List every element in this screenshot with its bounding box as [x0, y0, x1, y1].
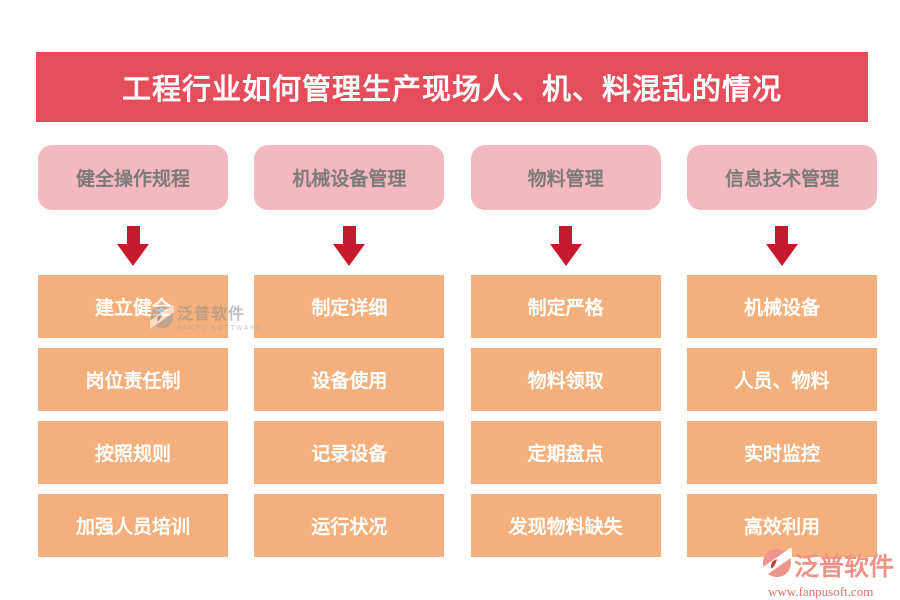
- step-box: 高效利用: [686, 494, 877, 557]
- category-header: 物料管理: [470, 145, 661, 210]
- column-equipment-management: 机械设备管理 制定详细 设备使用 记录设备 运行状况: [254, 145, 445, 557]
- arrow-stem: [342, 226, 356, 244]
- step-box: 发现物料缺失: [470, 494, 661, 557]
- step-label: 记录设备: [311, 444, 388, 465]
- arrow-stem: [126, 226, 140, 244]
- fanpu-logo: 泛普软件 www.fanpusoft.com: [755, 545, 895, 600]
- step-box: 按照规则: [38, 421, 228, 484]
- step-box: 物料领取: [470, 348, 661, 411]
- fanpu-logo-url: www.fanpusoft.com: [768, 584, 874, 599]
- step-label: 制定详细: [311, 298, 388, 319]
- category-header-label: 物料管理: [527, 169, 604, 190]
- step-label: 运行状况: [311, 517, 388, 538]
- arrow-stem: [775, 226, 789, 244]
- column-operation-rules: 健全操作规程 建立健全 岗位责任制 按照规则 加强人员培训: [38, 145, 228, 557]
- step-box: 设备使用: [254, 348, 445, 411]
- step-label: 岗位责任制: [85, 371, 181, 392]
- category-header-label: 机械设备管理: [292, 169, 407, 190]
- step-box: 记录设备: [254, 421, 445, 484]
- arrow-stem: [559, 226, 573, 244]
- down-arrow-icon: [549, 226, 582, 266]
- down-arrow-icon: [333, 226, 366, 266]
- step-label: 定期盘点: [527, 444, 604, 465]
- step-box: 岗位责任制: [38, 348, 228, 411]
- arrow-head: [549, 244, 582, 266]
- step-box: 实时监控: [686, 421, 877, 484]
- column-it-management: 信息技术管理 机械设备 人员、物料 实时监控 高效利用: [686, 145, 877, 557]
- step-box: 制定严格: [470, 275, 661, 338]
- fanpu-logo-name: 泛普软件: [794, 553, 895, 581]
- down-arrow-icon: [765, 226, 798, 266]
- step-box: 加强人员培训: [38, 494, 228, 557]
- category-header-label: 信息技术管理: [724, 169, 839, 190]
- category-header: 健全操作规程: [38, 145, 228, 210]
- title-banner: 工程行业如何管理生产现场人、机、料混乱的情况: [36, 52, 868, 122]
- arrow-head: [765, 244, 798, 266]
- step-label: 人员、物料: [734, 371, 830, 392]
- fanpu-logo-row: 泛普软件: [755, 545, 895, 583]
- step-label: 设备使用: [311, 371, 388, 392]
- step-box: 运行状况: [254, 494, 445, 557]
- page-title: 工程行业如何管理生产现场人、机、料混乱的情况: [121, 74, 782, 106]
- step-box: 制定详细: [254, 275, 445, 338]
- step-label: 高效利用: [743, 517, 820, 538]
- step-label: 物料领取: [527, 371, 604, 392]
- fanpu-logo-icon: [755, 545, 798, 583]
- columns-row: 健全操作规程 建立健全 岗位责任制 按照规则 加强人员培训 机械设备管理 制定详…: [38, 145, 877, 557]
- step-label: 按照规则: [94, 444, 171, 465]
- step-box: 建立健全: [38, 275, 228, 338]
- step-box: 机械设备: [686, 275, 877, 338]
- down-arrow-icon: [117, 226, 149, 266]
- column-material-management: 物料管理 制定严格 物料领取 定期盘点 发现物料缺失: [470, 145, 661, 557]
- arrow-head: [117, 244, 149, 266]
- category-header-label: 健全操作规程: [75, 169, 190, 190]
- step-label: 建立健全: [94, 298, 171, 319]
- step-label: 制定严格: [527, 298, 604, 319]
- step-box: 人员、物料: [686, 348, 877, 411]
- arrow-head: [333, 244, 366, 266]
- step-label: 加强人员培训: [75, 517, 190, 538]
- category-header: 机械设备管理: [254, 145, 445, 210]
- step-label: 实时监控: [743, 444, 820, 465]
- step-box: 定期盘点: [470, 421, 661, 484]
- category-header: 信息技术管理: [686, 145, 877, 210]
- step-label: 机械设备: [743, 298, 820, 319]
- step-label: 发现物料缺失: [508, 517, 623, 538]
